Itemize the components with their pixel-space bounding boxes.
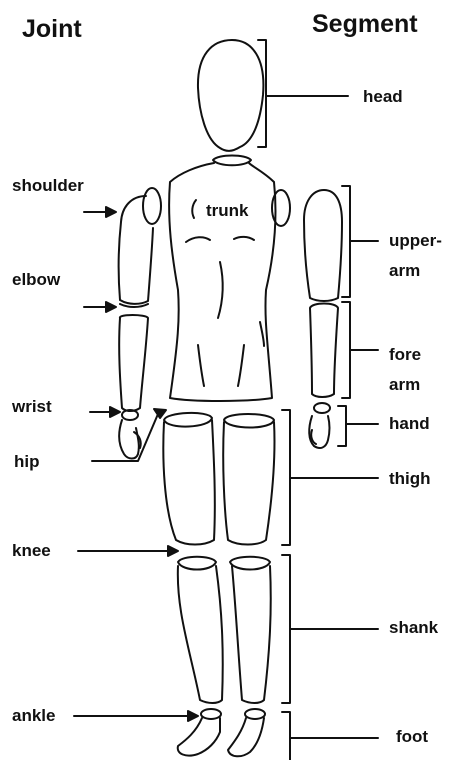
elbow-label: elbow <box>12 271 60 290</box>
left-upperarm-shape <box>119 196 153 304</box>
shank-label: shank <box>389 619 438 638</box>
right-ankle-joint <box>245 709 265 719</box>
head-shape <box>198 40 263 151</box>
waist-crease <box>260 322 264 346</box>
shank-bracket <box>282 555 290 703</box>
left-knee-cap <box>178 557 216 570</box>
left-shank-shape <box>178 566 223 703</box>
hand-bracket <box>338 406 346 446</box>
left-ankle-joint <box>201 709 221 719</box>
thigh-label: thigh <box>389 470 431 489</box>
upperarm-label-line1: upper- <box>389 226 442 256</box>
wrist-arrow-head <box>110 407 120 417</box>
head-label: head <box>363 88 403 107</box>
left-shoulder-joint <box>143 188 161 224</box>
joint-arrows <box>74 207 198 721</box>
ankle-label: ankle <box>12 707 55 726</box>
left-foot-shape <box>178 718 220 756</box>
waist-left-detail <box>198 345 204 386</box>
left-hand-shape <box>119 420 139 459</box>
right-hip-cap <box>224 414 274 428</box>
waist-right-detail <box>238 345 244 386</box>
forearm-label-line1: fore <box>389 340 421 370</box>
upperarm-bracket <box>342 186 350 297</box>
forearm-bracket <box>342 302 350 398</box>
hand-label: hand <box>389 415 430 434</box>
right-knee-cap <box>230 557 270 570</box>
foot-bracket <box>282 712 290 760</box>
shoulder-arrow-head <box>106 207 116 217</box>
forearm-label-line2: arm <box>389 370 420 400</box>
right-forearm-shape <box>310 304 338 398</box>
right-shank-shape <box>232 566 271 703</box>
elbow-arrow-head <box>106 302 116 312</box>
right-upperarm-shape <box>304 190 342 301</box>
knee-arrow-head <box>168 546 178 556</box>
left-hip-cap <box>164 413 212 427</box>
wrist-label: wrist <box>12 398 52 417</box>
knee-label: knee <box>12 542 51 561</box>
segment-brackets <box>258 40 378 760</box>
left-forearm-shape <box>119 315 148 411</box>
neck-shape <box>213 156 251 166</box>
right-foot-shape <box>228 718 264 756</box>
left-thigh-shape <box>163 420 215 545</box>
shoulder-label: shoulder <box>12 177 84 196</box>
right-wrist-joint <box>314 403 330 413</box>
abdomen-detail <box>218 262 223 318</box>
trunk-detail <box>192 200 196 218</box>
right-thigh-shape <box>223 422 274 545</box>
chest-left-detail <box>186 237 210 242</box>
chest-right-detail <box>234 237 254 240</box>
ankle-arrow-head <box>188 711 198 721</box>
head-bracket <box>258 40 266 147</box>
upperarm-label-line2: arm <box>389 256 420 286</box>
trunk-label: trunk <box>206 202 249 221</box>
hip-label: hip <box>14 453 40 472</box>
thigh-bracket <box>282 410 290 545</box>
foot-label: foot <box>396 728 428 747</box>
